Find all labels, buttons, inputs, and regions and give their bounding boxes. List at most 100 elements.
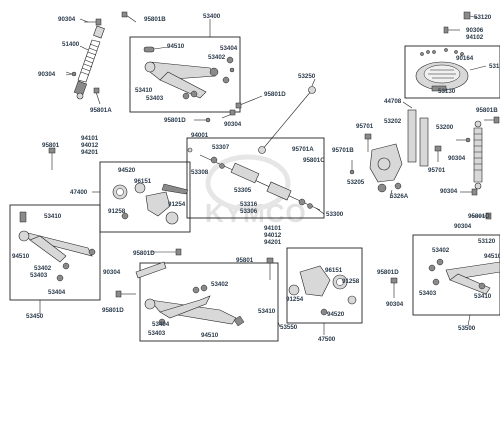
bolt-90304-c xyxy=(221,109,236,119)
bolt-95801b-a xyxy=(121,11,137,23)
label-53404-c: 53404 xyxy=(152,321,170,328)
label-90304-b: 90304 xyxy=(38,71,56,78)
label-90304-e: 90304 xyxy=(448,155,466,162)
label-94510-c: 94510 xyxy=(201,332,219,339)
tie-rod-53250 xyxy=(258,86,316,154)
label-91258-b: 91258 xyxy=(342,278,360,285)
bolt-95801a-a xyxy=(93,87,101,105)
label-90164: 90164 xyxy=(456,55,474,62)
label-53450: 53450 xyxy=(26,313,44,320)
label-53404-a: 53404 xyxy=(220,45,238,52)
bolt-95801d-f xyxy=(390,277,398,298)
label-5326a: 5326A xyxy=(390,193,409,200)
label-90304-g: 90304 xyxy=(454,223,472,230)
bolt-90304-a xyxy=(84,18,102,26)
label-53250: 53250 xyxy=(298,73,316,80)
label-53308: 53308 xyxy=(191,169,209,176)
label-90304-d: 90304 xyxy=(103,269,121,276)
label-90304-a: 90304 xyxy=(58,16,76,23)
bolt-90304-f xyxy=(460,188,478,196)
label-53200: 53200 xyxy=(436,124,454,131)
part-labels: 90304 95801B 53400 51400 94510 53404 534… xyxy=(12,13,500,343)
label-53410-b: 53410 xyxy=(44,213,62,220)
label-53120: 53120 xyxy=(474,14,492,21)
label-95801c: 95801C xyxy=(303,157,325,164)
box-53550 xyxy=(139,262,279,342)
label-53403-a: 53403 xyxy=(146,95,164,102)
a-arm-lower-left-53450 xyxy=(18,211,96,282)
label-94510-b: 94510 xyxy=(12,253,30,260)
label-53403-d: 53403 xyxy=(419,290,437,297)
label-94520-a: 94520 xyxy=(118,167,136,174)
label-51400: 51400 xyxy=(62,41,80,48)
label-90304-f: 90304 xyxy=(440,188,458,195)
label-91254-b: 91254 xyxy=(286,296,304,303)
label-96151-b: 96151 xyxy=(325,267,343,274)
label-95701-b: 95701 xyxy=(428,167,446,174)
label-53306: 53306 xyxy=(240,208,258,215)
label-53402-b: 53402 xyxy=(34,265,52,272)
label-44708: 44708 xyxy=(384,98,402,105)
bolt-95801d-d xyxy=(115,290,136,298)
label-95801d-e: 95801D xyxy=(468,213,490,220)
leader-lines xyxy=(39,15,487,335)
bolt-95701-b xyxy=(434,145,442,162)
label-94001: 94001 xyxy=(191,132,209,139)
bolt-90304-e xyxy=(456,137,471,143)
label-53410-d: 53410 xyxy=(474,293,492,300)
label-53400: 53400 xyxy=(203,13,221,20)
bracket-90304-d xyxy=(135,261,167,279)
watermark-ring xyxy=(205,154,291,212)
box-47400 xyxy=(99,161,191,233)
label-95701-a: 95701 xyxy=(356,123,374,130)
box-53300 xyxy=(186,137,325,219)
label-90304-h: 90304 xyxy=(386,301,404,308)
label-94201-b: 94201 xyxy=(264,239,282,246)
bolt-95801-a xyxy=(48,147,56,170)
label-47500: 47500 xyxy=(318,336,336,343)
label-94101-a: 94101 xyxy=(81,135,99,142)
label-95701a: 95701A xyxy=(292,146,314,153)
bolt-90306 xyxy=(443,26,460,34)
label-53402-c: 53402 xyxy=(211,281,229,288)
label-53500: 53500 xyxy=(458,325,476,332)
label-94101-b: 94101 xyxy=(264,225,282,232)
label-94201-a: 94201 xyxy=(81,149,99,156)
label-95801-a: 95801 xyxy=(42,142,60,149)
label-53402-a: 53402 xyxy=(208,54,226,61)
label-53403-b: 53403 xyxy=(30,272,48,279)
label-95801a-a: 95801A xyxy=(90,107,112,114)
bolt-95801d-c xyxy=(150,248,182,256)
shock-absorber-right xyxy=(473,120,483,190)
a-arm-upper-53400 xyxy=(143,46,235,100)
bolt-95801d-e xyxy=(470,212,492,220)
knuckle-47400 xyxy=(112,182,189,225)
bolt-95701-a xyxy=(364,133,372,152)
label-90304-c: 90304 xyxy=(224,121,242,128)
label-53410-c: 53410 xyxy=(258,308,276,315)
label-53403-c: 53403 xyxy=(148,330,166,337)
bolt-95801d-a xyxy=(235,95,263,109)
label-5313: 5313 xyxy=(489,63,500,70)
label-95801d-c: 95801D xyxy=(133,250,155,257)
a-arm-lower-right-53500 xyxy=(428,258,500,295)
label-94510-d: 94510 xyxy=(484,253,500,260)
steering-column-53200 xyxy=(369,109,429,193)
label-53404-b: 53404 xyxy=(48,289,66,296)
label-94520-b: 94520 xyxy=(327,311,345,318)
label-95801d-b: 95801D xyxy=(164,117,186,124)
bolt-95801d-b xyxy=(194,117,211,123)
label-53307: 53307 xyxy=(212,144,230,151)
label-53402-d: 53402 xyxy=(432,247,450,254)
label-95701b: 95701B xyxy=(332,147,354,154)
box-53500 xyxy=(412,234,500,316)
label-95801b-b: 95801B xyxy=(476,107,498,114)
label-53410-a: 53410 xyxy=(135,87,153,94)
label-94012-a: 94012 xyxy=(81,142,99,149)
bolt-95801-b xyxy=(266,257,274,280)
label-90306: 90306 xyxy=(466,27,484,34)
label-94510-a: 94510 xyxy=(167,43,185,50)
label-53120-b: 53120 xyxy=(478,238,496,245)
